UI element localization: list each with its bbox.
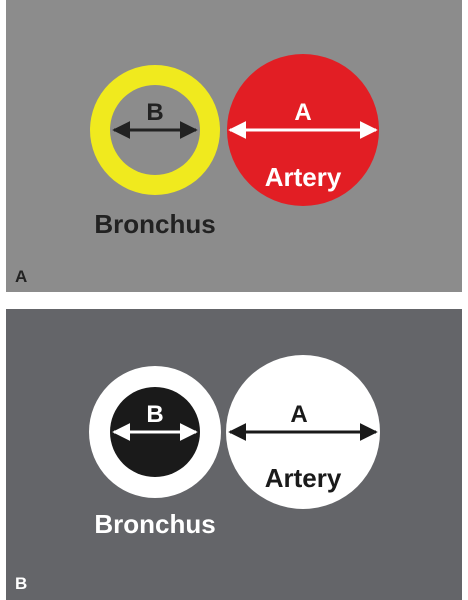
bronchus-dimension-label: B <box>146 99 163 126</box>
panel-a: B Bronchus A Artery A <box>6 0 462 292</box>
panel-a-diagram: B Bronchus A Artery A <box>6 0 462 292</box>
bronchus-label: Bronchus <box>94 209 215 239</box>
panel-letter: B <box>15 574 27 593</box>
artery-label: Artery <box>265 162 342 192</box>
bronchus-dimension-label: B <box>146 401 163 428</box>
bronchus-label: Bronchus <box>94 509 215 539</box>
panel-b: B Bronchus A Artery B <box>6 309 462 600</box>
artery-dimension-label: A <box>290 401 307 428</box>
artery-label: Artery <box>265 463 342 493</box>
panel-b-diagram: B Bronchus A Artery B <box>6 309 462 600</box>
artery-dimension-label: A <box>294 99 311 126</box>
panel-letter: A <box>15 267 27 286</box>
